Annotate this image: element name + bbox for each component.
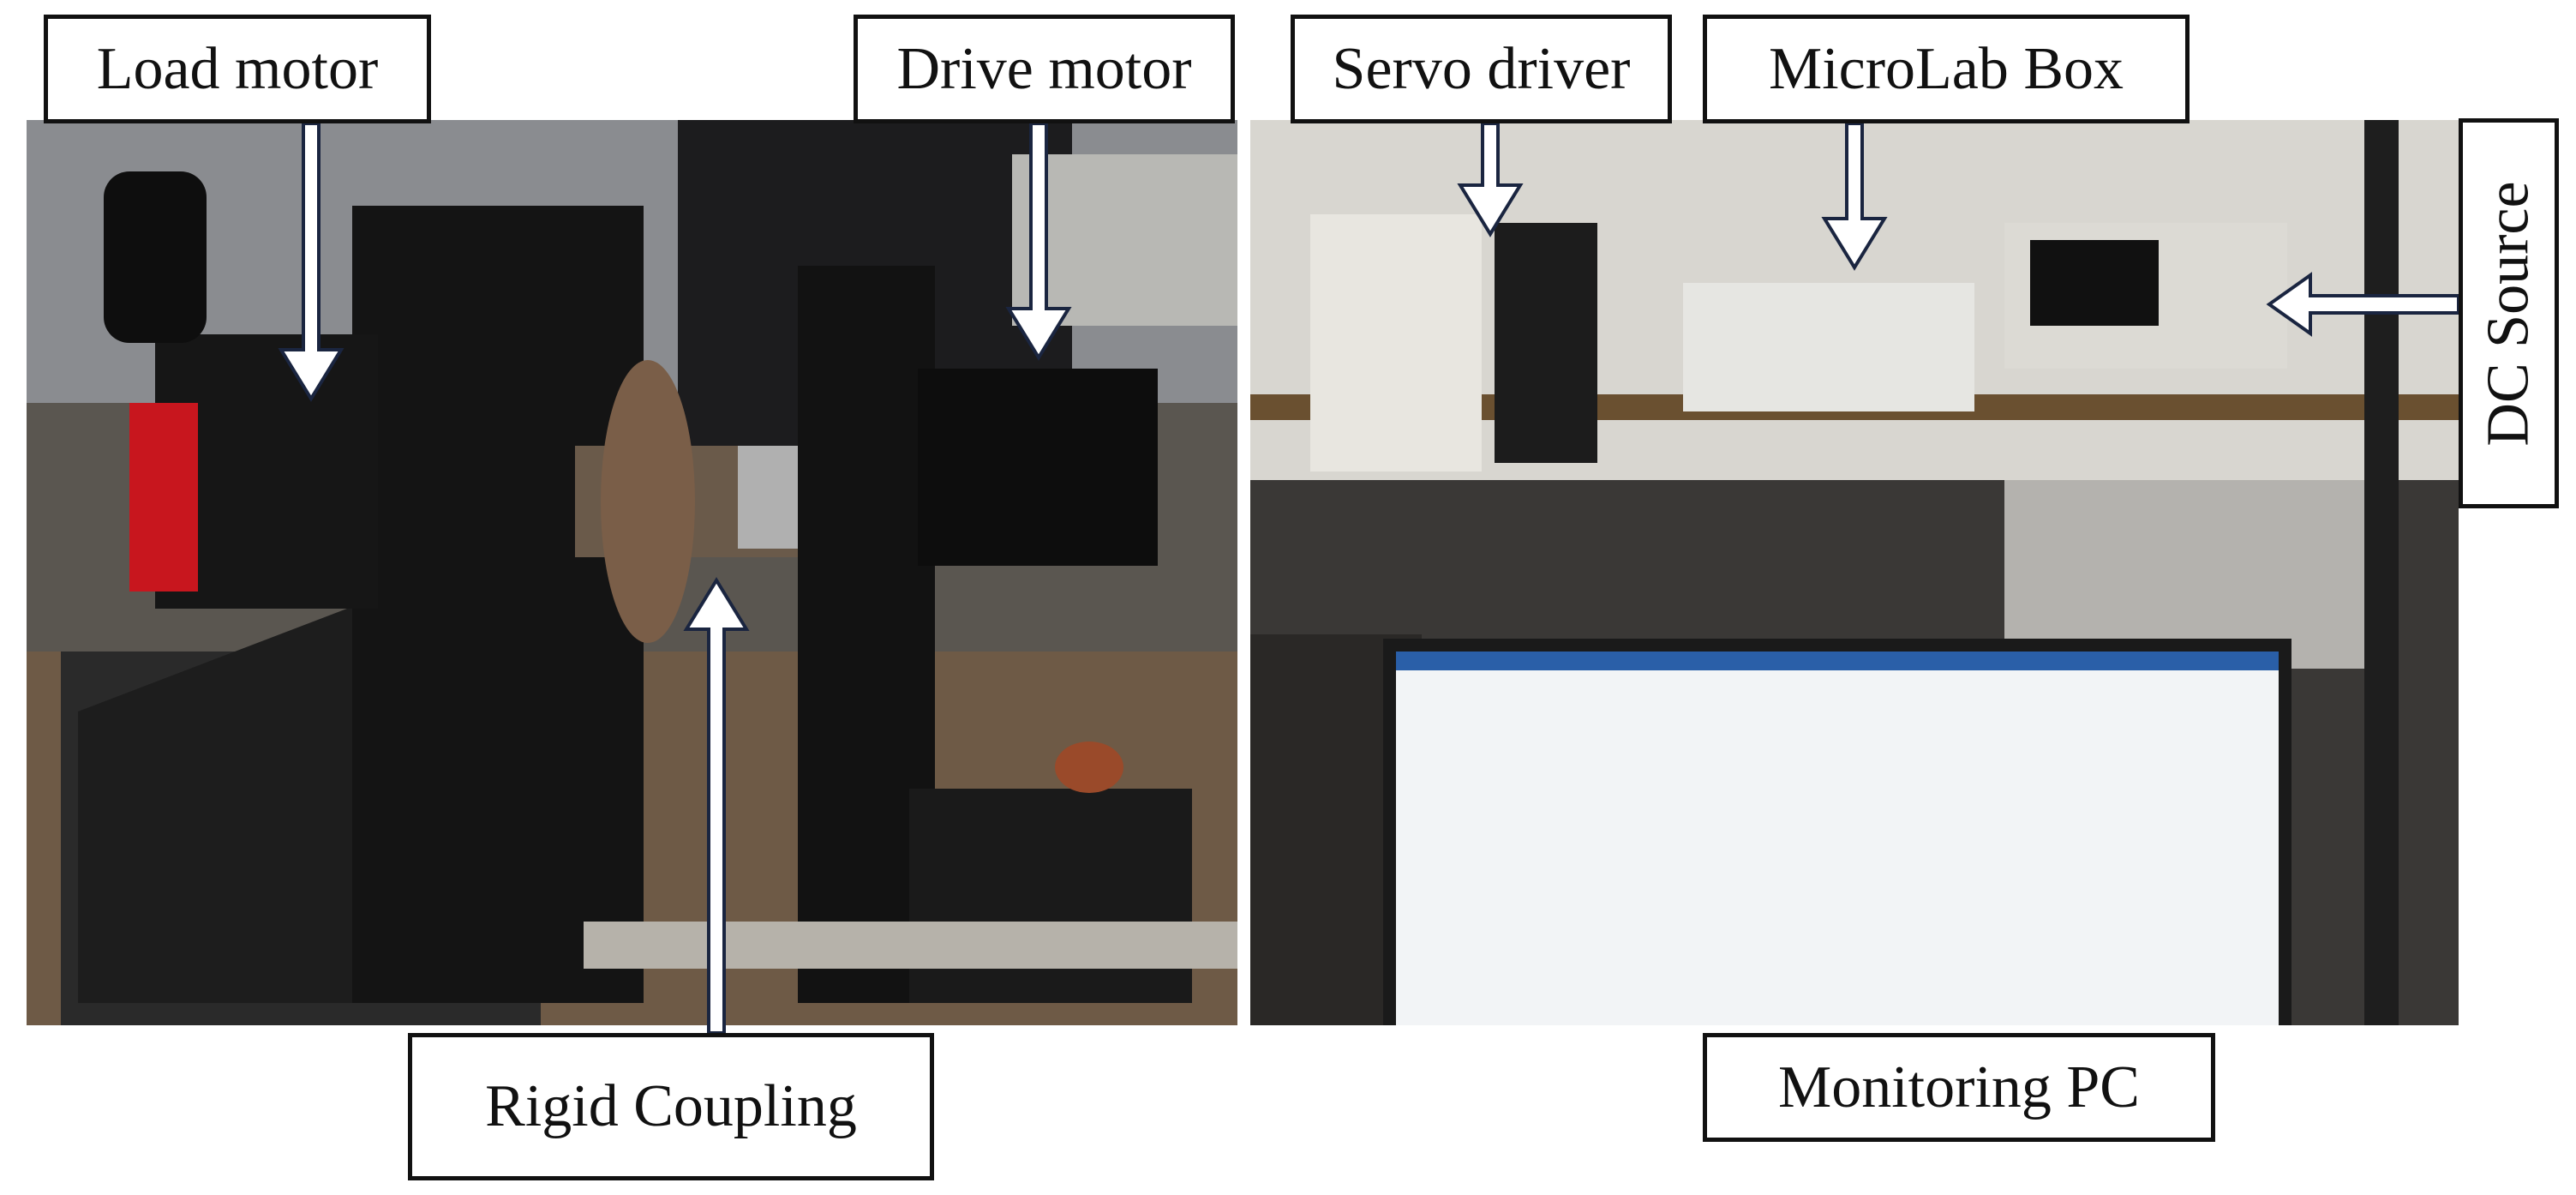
control-rack-photo bbox=[1250, 120, 2459, 1025]
servo-driver-label: Servo driver bbox=[1291, 15, 1672, 123]
rigid-coupling-label: Rigid Coupling bbox=[408, 1033, 934, 1180]
load-motor-label: Load motor bbox=[44, 15, 431, 123]
control-rack-illustration bbox=[1250, 120, 2459, 1025]
servo-driver-text: Servo driver bbox=[1332, 35, 1631, 102]
drive-motor-text: Drive motor bbox=[896, 35, 1192, 102]
rigid-coupling-text: Rigid Coupling bbox=[485, 1073, 857, 1139]
microlab-box-text: MicroLab Box bbox=[1768, 35, 2124, 102]
microlab-box-label: MicroLab Box bbox=[1703, 15, 2190, 123]
monitoring-pc-text: Monitoring PC bbox=[1777, 1054, 2141, 1120]
dc-source-text: DC Source bbox=[2475, 180, 2542, 447]
drive-motor-label: Drive motor bbox=[854, 15, 1235, 123]
test-bench-photo bbox=[27, 120, 1237, 1025]
test-bench-illustration bbox=[27, 120, 1237, 1025]
dc-source-label: DC Source bbox=[2459, 118, 2559, 508]
load-motor-text: Load motor bbox=[96, 35, 379, 102]
monitoring-pc-label: Monitoring PC bbox=[1703, 1033, 2215, 1142]
